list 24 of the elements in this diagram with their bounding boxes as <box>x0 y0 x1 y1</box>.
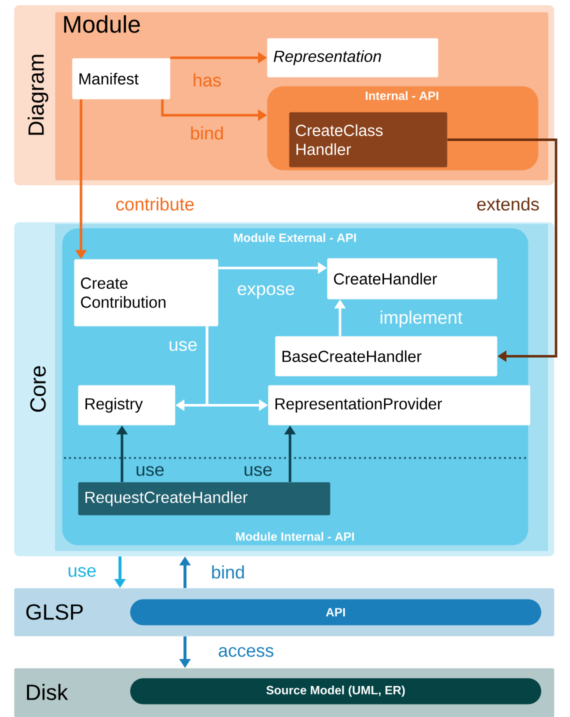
edge-label: use <box>244 466 272 476</box>
class-box: Registry <box>78 385 176 426</box>
edge-label: bind <box>191 126 223 140</box>
edge-label: use <box>170 341 197 351</box>
class-box: CreateClass Handler <box>289 112 448 168</box>
class-box: CreateHandler <box>327 258 498 300</box>
class-box: Create Contribution <box>74 259 218 326</box>
class-box: RepresentationProvider <box>268 385 530 426</box>
class-box: Representation <box>267 38 438 78</box>
edge-label: implement <box>380 310 462 328</box>
api-bar: Source Model (UML, ER) <box>130 678 542 704</box>
edge-label: has <box>194 73 221 87</box>
edge-label: use <box>136 466 164 476</box>
api-bar: API <box>130 599 542 626</box>
edge-label: extends <box>477 197 539 211</box>
edge-label: expose <box>238 285 294 299</box>
class-box: BaseCreateHandler <box>275 336 498 376</box>
class-box: RequestCreateHandler <box>78 482 330 516</box>
edge-label: access <box>218 647 274 657</box>
edge-label: use <box>68 567 96 577</box>
edge-label: contribute <box>116 197 194 211</box>
arrow <box>447 138 558 362</box>
class-box: Manifest <box>72 58 170 100</box>
edge-label: bind <box>212 565 244 579</box>
